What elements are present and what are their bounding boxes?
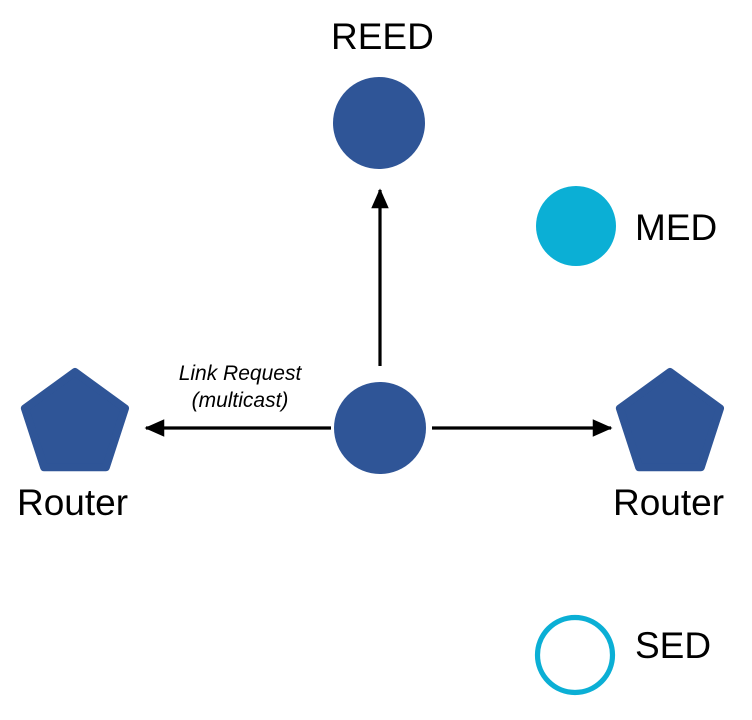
node-reed[interactable] (333, 77, 425, 169)
node-router-left[interactable] (20, 368, 129, 472)
edge-label-line-2: (multicast) (191, 388, 289, 412)
node-router-right[interactable] (615, 368, 724, 472)
node-label-reed: REED (331, 16, 434, 57)
node-label-router-right: Router (613, 482, 725, 523)
node-label-router-left: Router (17, 482, 129, 523)
node-label-sed: SED (635, 625, 712, 666)
node-center-router[interactable] (334, 382, 426, 474)
edge-label-line-1: Link Request (178, 362, 302, 385)
node-label-med: MED (635, 207, 718, 248)
node-med[interactable] (536, 186, 616, 266)
node-sed[interactable] (534, 614, 616, 696)
edge-label-link-request: Link Request (multicast) (165, 361, 315, 415)
